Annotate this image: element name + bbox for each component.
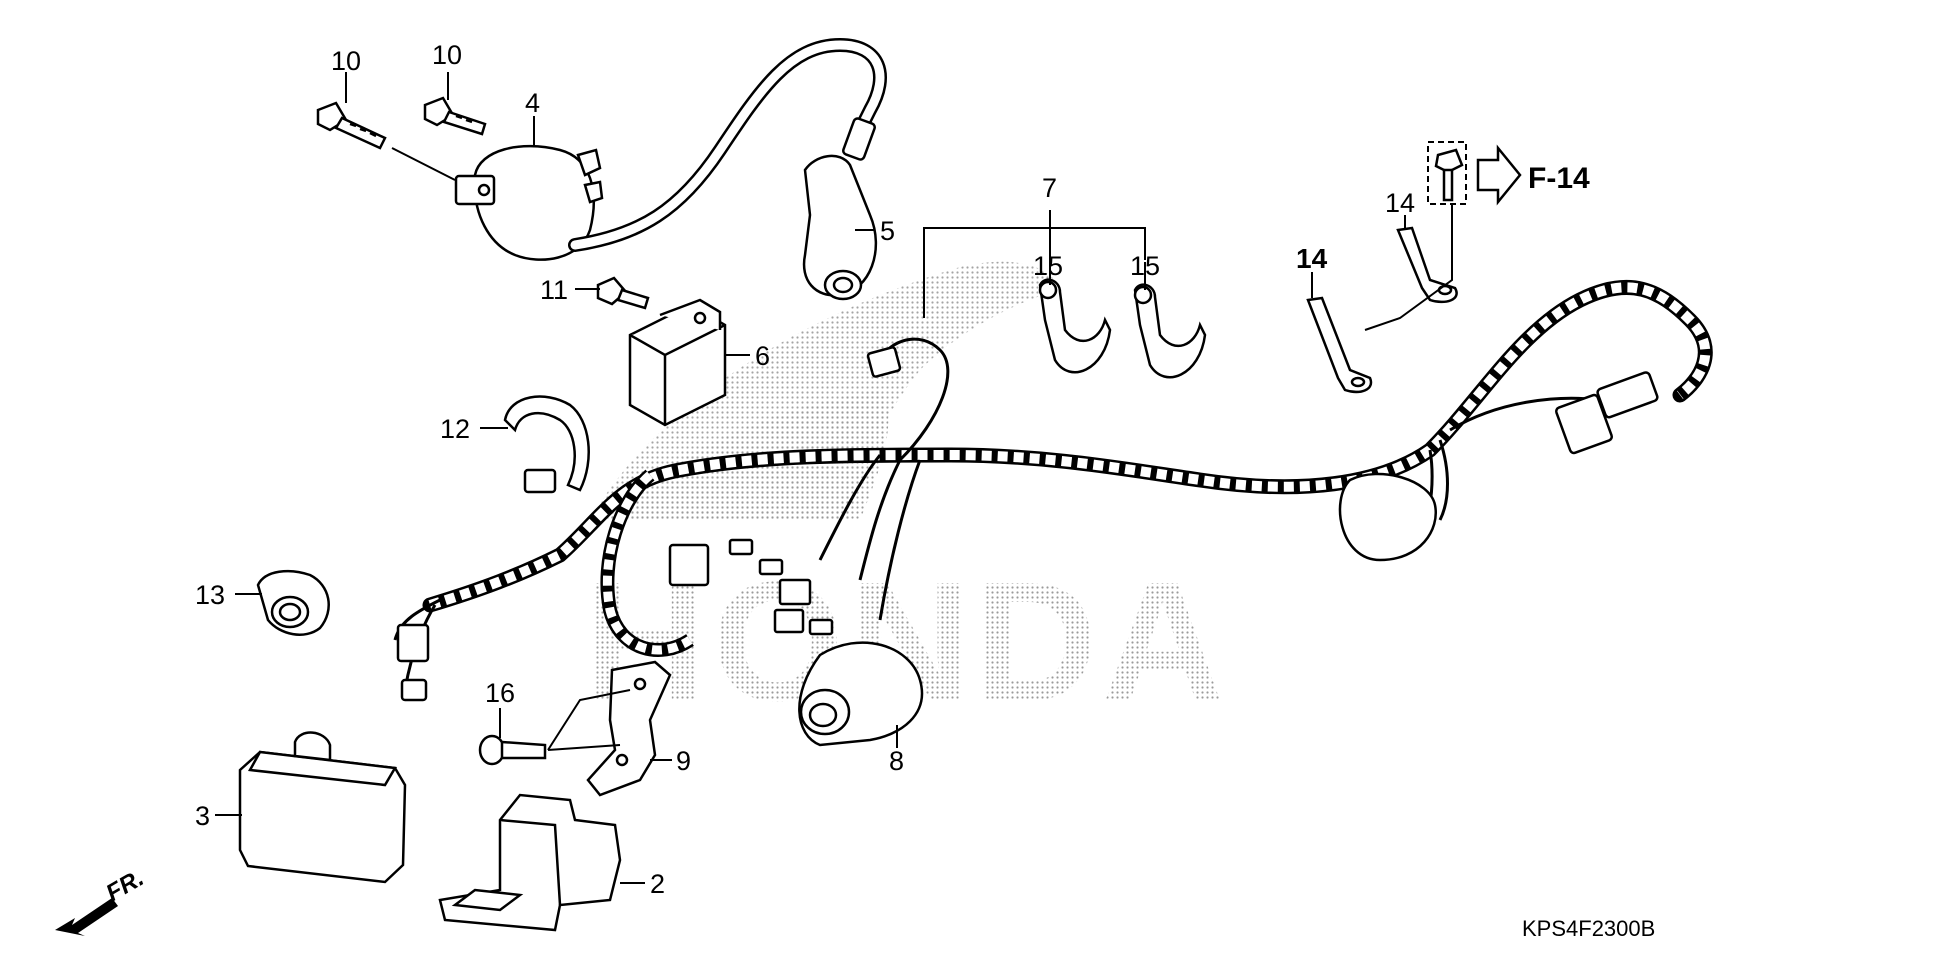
part-2-cover (438, 793, 622, 932)
callout-7: 7 (1042, 173, 1057, 203)
callout-16: 16 (485, 678, 515, 708)
reference-f14: F-14 (1528, 162, 1590, 195)
part-16-bolt (478, 734, 547, 766)
part-14-stay-right (1396, 226, 1458, 304)
part-14-stay-left (1306, 296, 1373, 394)
f14-arrow-icon (1476, 144, 1522, 206)
callout-11: 11 (540, 275, 568, 305)
part-9-bracket (586, 660, 672, 797)
callout-3: 3 (195, 801, 210, 831)
callout-10-left: 10 (331, 46, 361, 76)
callout-5: 5 (880, 216, 895, 246)
callout-8: 8 (889, 746, 904, 776)
part-13-clamp (256, 569, 330, 636)
callout-12: 12 (440, 414, 470, 444)
part-3-control-unit (238, 731, 407, 884)
part-15-clamp-right (1133, 283, 1207, 379)
callout-13: 13 (195, 580, 225, 610)
part-11-bolt (596, 276, 650, 310)
harness-connectors (396, 346, 1659, 702)
part-4-ignition-coil (454, 144, 604, 261)
callout-14-left: 14 (1296, 243, 1328, 274)
part-5-spark-plug-cap (802, 154, 878, 301)
callout-9: 9 (676, 746, 691, 776)
part-10-bolt-right (423, 96, 487, 136)
front-direction-arrow-icon (55, 898, 118, 936)
callout-10-right: 10 (432, 40, 462, 70)
part-12-harness-band (503, 395, 590, 494)
f14-bolt-reference (1364, 141, 1522, 331)
callout-labels: 10 10 4 5 11 6 12 13 16 3 2 9 8 7 15 15 … (195, 40, 1415, 899)
part-15-clamp-left (1038, 278, 1112, 374)
callout-2: 2 (650, 869, 665, 899)
callout-15-right: 15 (1130, 251, 1160, 281)
part-8-condenser (798, 641, 924, 747)
part-6-relay (628, 298, 727, 427)
part-10-bolt-left (316, 101, 387, 150)
callout-4: 4 (525, 88, 540, 118)
callout-14-right: 14 (1385, 188, 1415, 218)
leader-lines (215, 72, 1406, 884)
callout-15-left: 15 (1033, 251, 1063, 281)
callout-6: 6 (755, 341, 770, 371)
drawing-code: KPS4F2300B (1522, 916, 1655, 941)
